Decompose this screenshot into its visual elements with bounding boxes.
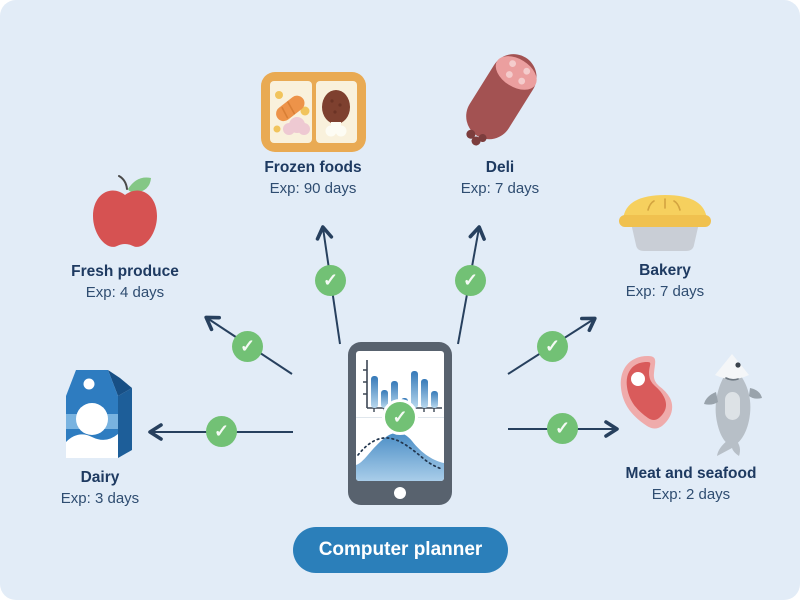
computer-planner-button-label: Computer planner bbox=[318, 539, 483, 560]
category-dairy: Dairy Exp: 3 days bbox=[20, 362, 180, 509]
category-bakery: Bakery Exp: 7 days bbox=[585, 193, 745, 302]
pie-icon bbox=[619, 195, 711, 251]
category-exp-days: Exp: 3 days bbox=[60, 489, 140, 507]
category-label: Deli bbox=[485, 159, 515, 176]
tablet-screen: ✓ bbox=[356, 351, 444, 481]
check-icon: ✓ bbox=[392, 406, 408, 427]
category-meat-seafood: Meat and seafood Exp: 2 days bbox=[601, 352, 781, 505]
check-badge-deli: ✓ bbox=[455, 265, 486, 296]
tablet-device: ✓ bbox=[348, 342, 452, 505]
check-icon: ✓ bbox=[554, 418, 571, 438]
milk-carton-icon bbox=[66, 370, 132, 458]
category-exp-days: Exp: 90 days bbox=[269, 179, 357, 197]
salami-icon bbox=[466, 54, 537, 146]
check-icon: ✓ bbox=[462, 270, 479, 290]
category-label: Meat and seafood bbox=[625, 465, 757, 482]
category-exp-days: Exp: 4 days bbox=[85, 283, 165, 301]
category-exp-days: Exp: 7 days bbox=[625, 282, 705, 300]
category-exp-days: Exp: 7 days bbox=[460, 179, 540, 197]
category-deli: Deli Exp: 7 days bbox=[420, 42, 580, 199]
check-icon: ✓ bbox=[239, 336, 256, 356]
apple-icon bbox=[93, 175, 157, 247]
category-exp-days: Exp: 2 days bbox=[651, 485, 731, 503]
fish-icon bbox=[704, 354, 762, 456]
check-badge-fresh-produce: ✓ bbox=[232, 331, 263, 362]
check-badge-meat-seafood: ✓ bbox=[547, 413, 578, 444]
category-label: Frozen foods bbox=[264, 159, 362, 176]
tablet-home-button[interactable] bbox=[394, 487, 406, 499]
category-label: Dairy bbox=[80, 469, 120, 486]
check-icon: ✓ bbox=[544, 336, 561, 356]
category-fresh-produce: Fresh produce Exp: 4 days bbox=[45, 174, 205, 303]
bento-box-icon bbox=[260, 72, 366, 152]
check-icon: ✓ bbox=[213, 421, 230, 441]
steak-icon bbox=[620, 356, 673, 429]
category-frozen-foods: Frozen foods Exp: 90 days bbox=[233, 72, 393, 199]
computer-planner-button[interactable]: Computer planner bbox=[293, 527, 508, 573]
check-badge-dairy: ✓ bbox=[206, 416, 237, 447]
category-label: Fresh produce bbox=[71, 263, 179, 280]
screen-check-badge: ✓ bbox=[382, 399, 418, 435]
steak-and-fish-icon bbox=[620, 354, 762, 456]
mini-area-chart bbox=[356, 432, 444, 481]
check-badge-bakery: ✓ bbox=[537, 331, 568, 362]
check-icon: ✓ bbox=[322, 270, 339, 290]
category-label: Bakery bbox=[639, 262, 691, 279]
check-badge-frozen-foods: ✓ bbox=[315, 265, 346, 296]
